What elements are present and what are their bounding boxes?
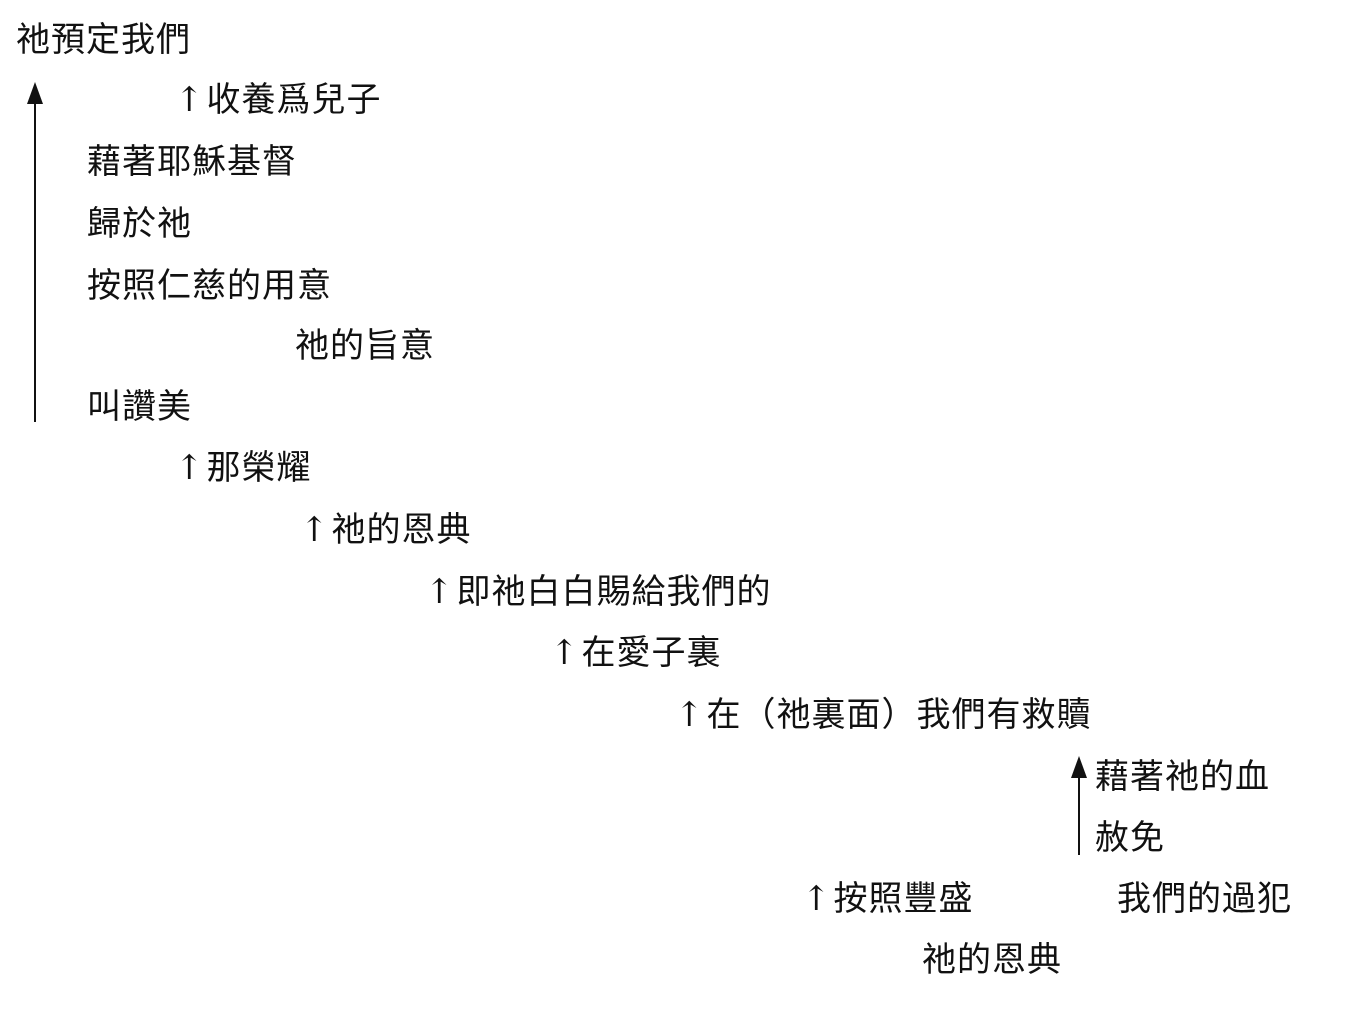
- line-text: 即祂白白賜給我們的: [456, 572, 772, 612]
- up-arrow-icon: ↑: [175, 448, 205, 488]
- line-text: 那榮耀: [206, 448, 312, 488]
- up-arrow-icon: ↑: [550, 633, 580, 673]
- line-l13: 藉著祂的血: [1095, 757, 1270, 797]
- line-text: 收養爲兒子: [206, 80, 382, 120]
- line-l17: 祂的恩典: [922, 940, 1062, 980]
- up-arrow-icon: ↑: [802, 879, 832, 919]
- line-l7: 叫讚美: [87, 387, 192, 427]
- up-arrow-icon: ↑: [300, 510, 330, 550]
- line-l1: 祂預定我們: [16, 20, 191, 60]
- line-text: 我們的過犯: [1117, 879, 1292, 919]
- line-text: 按照仁慈的用意: [87, 266, 332, 306]
- up-arrow-icon: ↑: [425, 572, 455, 612]
- line-text: 祂預定我們: [16, 20, 191, 60]
- line-l10: ↑即祂白白賜給我們的: [425, 572, 772, 612]
- up-arrow-icon: ↑: [175, 80, 205, 120]
- line-l9: ↑祂的恩典: [300, 510, 472, 550]
- line-l14: 赦免: [1095, 818, 1165, 858]
- line-l4: 歸於祂: [87, 204, 192, 244]
- line-text: 藉著耶穌基督: [87, 142, 297, 182]
- left-vertical-arrow: [27, 82, 43, 422]
- line-text: 藉著祂的血: [1095, 757, 1270, 797]
- line-text: 叫讚美: [87, 387, 192, 427]
- line-text: 在（祂裏面）我們有救贖: [706, 695, 1092, 735]
- line-text: 祂的恩典: [331, 510, 472, 550]
- line-l15: ↑按照豐盛: [802, 879, 974, 919]
- line-l8: ↑那榮耀: [175, 448, 312, 488]
- line-l16: 我們的過犯: [1117, 879, 1292, 919]
- up-arrow-icon: ↑: [675, 695, 705, 735]
- line-l3: 藉著耶穌基督: [87, 142, 297, 182]
- line-text: 赦免: [1095, 818, 1165, 858]
- line-l11: ↑在愛子裏: [550, 633, 722, 673]
- line-text: 在愛子裏: [581, 633, 722, 673]
- line-l6: 祂的旨意: [295, 326, 435, 366]
- line-text: 祂的恩典: [922, 940, 1062, 980]
- line-l12: ↑在（祂裏面）我們有救贖: [675, 695, 1092, 735]
- line-text: 歸於祂: [87, 204, 192, 244]
- line-l2: ↑收養爲兒子: [175, 80, 382, 120]
- right-vertical-arrow: [1071, 756, 1087, 855]
- line-text: 按照豐盛: [833, 879, 974, 919]
- line-l5: 按照仁慈的用意: [87, 266, 332, 306]
- line-text: 祂的旨意: [295, 326, 435, 366]
